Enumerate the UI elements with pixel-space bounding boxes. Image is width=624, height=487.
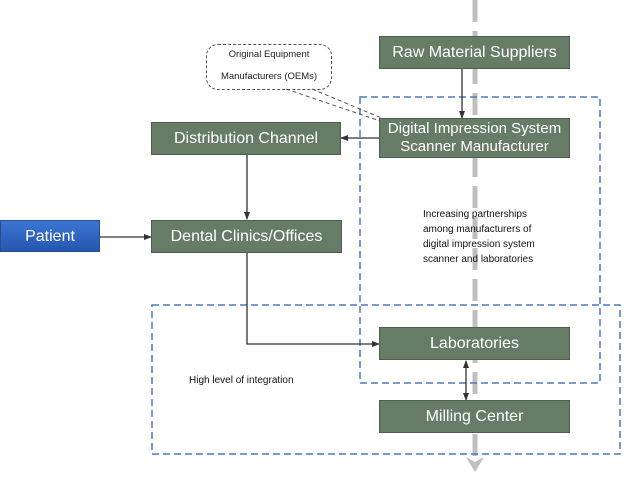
callout-pointer bbox=[285, 88, 381, 122]
node-milling-center: Milling Center bbox=[379, 400, 570, 433]
callout-pointer bbox=[311, 88, 385, 120]
node-label: Dental Clinics/Offices bbox=[170, 228, 323, 245]
node-label: Raw Material Suppliers bbox=[392, 44, 557, 61]
center-down-arrowhead bbox=[466, 457, 484, 472]
arrow-dental-to-laboratories bbox=[246, 253, 380, 347]
integration-annotation: High level of integration bbox=[189, 375, 294, 386]
node-dental-clinics: Dental Clinics/Offices bbox=[151, 220, 342, 253]
annotation-line: Increasing partnerships bbox=[423, 209, 527, 220]
node-label-line-2: Scanner Manufacturer bbox=[400, 138, 549, 155]
integration-region bbox=[151, 304, 621, 455]
node-patient: Patient bbox=[0, 220, 100, 252]
node-raw-material-suppliers: Raw Material Suppliers bbox=[379, 36, 570, 69]
annotation-line: among manufacturers of bbox=[423, 224, 532, 235]
callout-line-1: Original Equipment bbox=[228, 49, 310, 60]
partnership-region bbox=[359, 96, 601, 384]
callout-line-2: Manufacturers (OEMs) bbox=[220, 71, 318, 82]
node-label: Laboratories bbox=[430, 335, 519, 352]
annotation-line: scanner and laboratories bbox=[423, 254, 534, 265]
node-label: Milling Center bbox=[425, 408, 524, 425]
node-label: Patient bbox=[25, 227, 75, 245]
node-label-line-1: Digital Impression System bbox=[387, 120, 562, 137]
node-label: Distribution Channel bbox=[173, 130, 319, 147]
oem-callout: Original Equipment Manufacturers (OEMs) bbox=[206, 44, 332, 90]
node-distribution-channel: Distribution Channel bbox=[151, 122, 341, 155]
node-scanner-manufacturer: Digital Impression System Scanner Manufa… bbox=[379, 118, 570, 158]
partnership-annotation: Increasing partnerships among manufactur… bbox=[423, 207, 583, 267]
node-laboratories: Laboratories bbox=[379, 327, 570, 360]
annotation-line: digital impression system bbox=[423, 239, 535, 250]
